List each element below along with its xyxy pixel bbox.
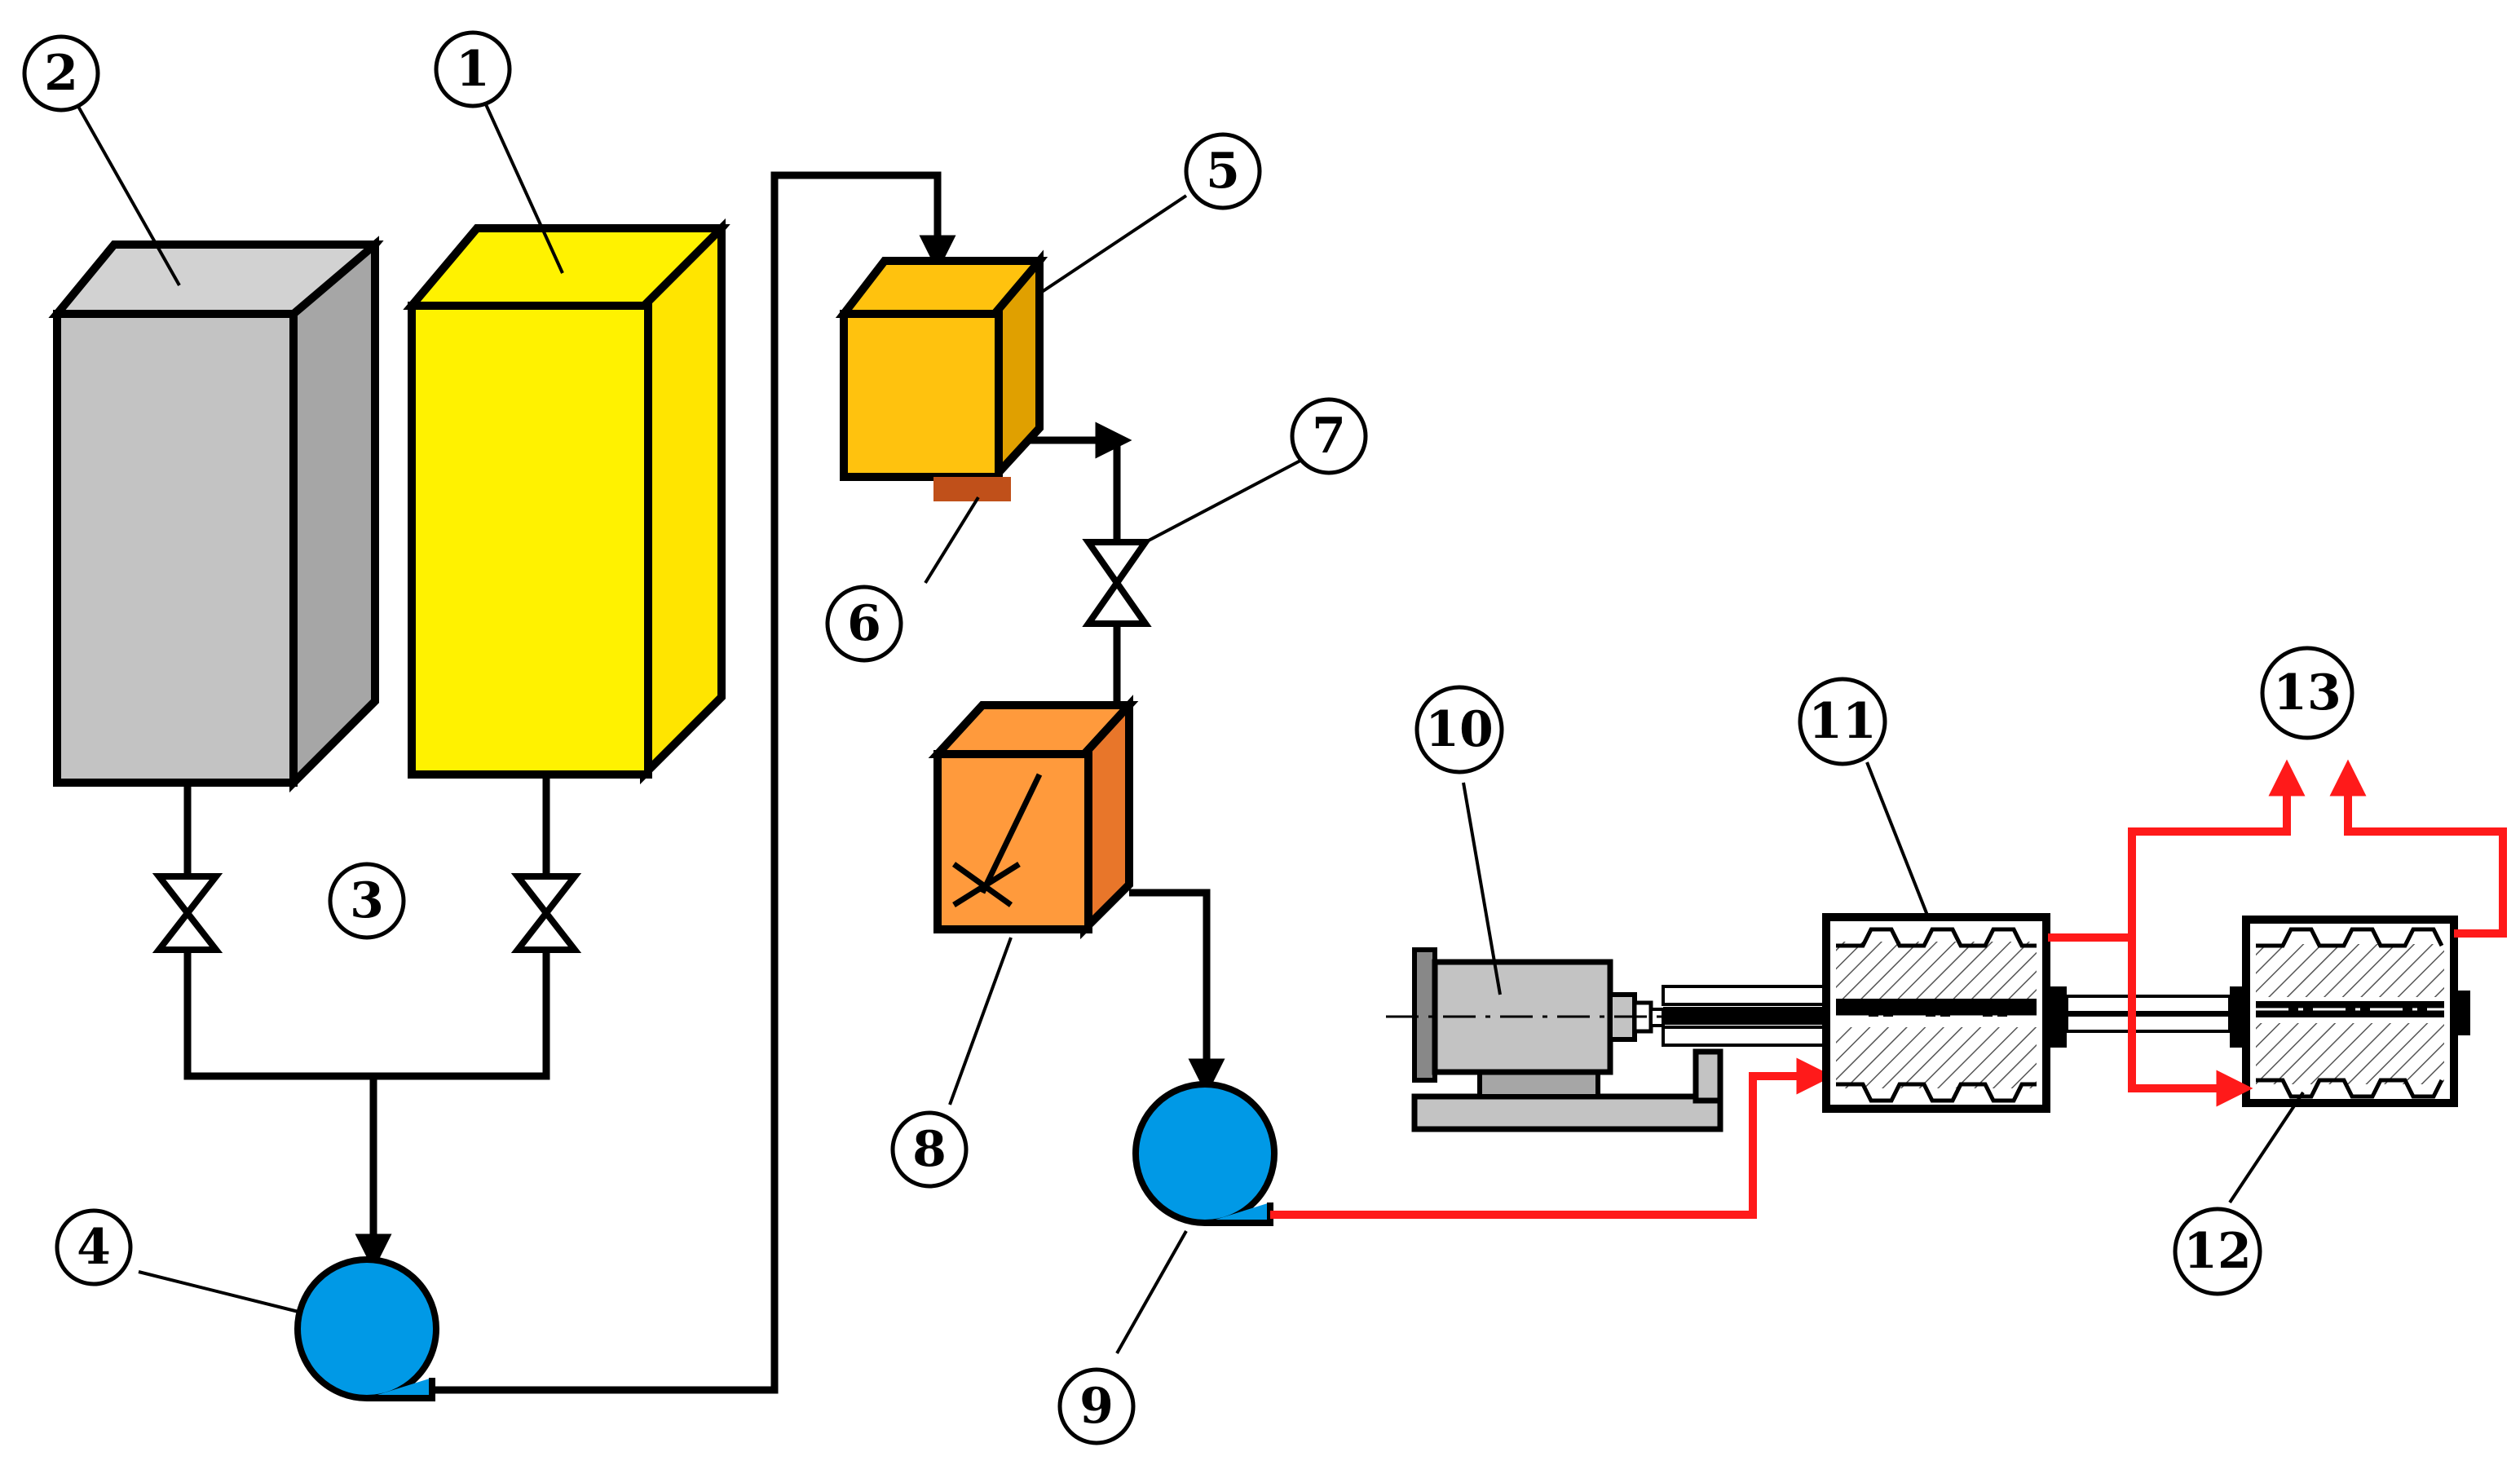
valve-left [152,873,223,953]
label-6: 6 [847,595,881,652]
pump4-to-hopper-line [432,171,956,1394]
callout-13: 13 [2260,646,2355,740]
callout-1: 1 [434,30,512,108]
motor-assembly [1386,947,1723,1132]
leader-lines [72,93,2305,1354]
label-12: 12 [2183,1223,2252,1280]
mixer-tank [928,695,1139,940]
callout-5: 5 [1184,132,1262,210]
extruder-11 [1822,913,2050,1113]
callout-12: 12 [2173,1207,2262,1296]
mixer-to-pump9-line [1129,889,1225,1096]
callout-9: 9 [1057,1367,1136,1445]
label-9: 9 [1079,1378,1114,1435]
label-11: 11 [1808,693,1877,750]
callout-6: 6 [825,585,903,663]
callout-7: 7 [1290,397,1368,475]
pump9-to-extruder-line [1270,1057,1834,1219]
yellow-tank [403,218,730,785]
label-13: 13 [2273,664,2341,721]
label-5: 5 [1206,143,1240,200]
hopper [835,249,1048,488]
pump-4 [294,1256,439,1401]
callout-3: 3 [328,862,406,940]
pump-9 [1132,1081,1278,1226]
callout-2: 2 [22,34,100,113]
drive-shaft [1662,985,1836,1047]
callout-8: 8 [890,1110,969,1189]
valve-right [510,873,582,953]
extruder-12 [2242,916,2470,1107]
label-8: 8 [912,1121,947,1178]
label-3: 3 [350,872,384,929]
callout-10: 10 [1414,685,1504,774]
label-1: 1 [456,41,490,98]
callout-11: 11 [1798,677,1887,766]
label-10: 10 [1425,701,1494,758]
label-7: 7 [1312,408,1346,465]
coupling-shaft [2046,986,2250,1048]
label-2: 2 [44,45,78,102]
heater [933,477,1011,501]
label-4: 4 [77,1219,111,1276]
gray-tank [48,236,384,793]
hot-outlet-lines [2048,759,2507,1107]
tank-piping [183,774,550,1271]
callout-4: 4 [55,1208,133,1286]
valve-7 [1082,539,1152,627]
